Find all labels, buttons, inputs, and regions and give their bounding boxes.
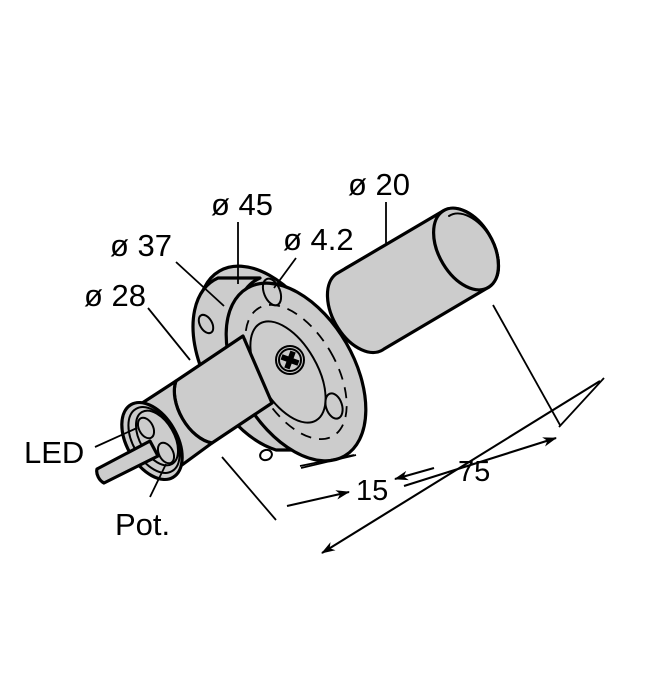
dimension-lines [221,304,605,554]
label-led: LED [24,435,84,470]
mounting-hole-upper [261,277,283,307]
leader-pot [149,463,167,498]
label-group: ø 45 ø 37 ø 28 ø 20 ø 4.2 LED Pot. 15 75 [24,167,490,542]
potentiometer-screw [156,441,176,465]
label-dimension-15: 15 [356,475,388,507]
dim-line-15-left [286,490,350,508]
ext-line-flange-rear [221,456,277,521]
label-dia-45: ø 45 [211,187,273,222]
label-dimension-75: 75 [458,456,490,488]
rear-barrel-top-highlight [344,208,448,269]
label-pot: Pot. [115,507,170,542]
label-dia-20: ø 20 [348,167,410,202]
rear-barrel-group [325,206,501,355]
ext-line-barrel-end [492,304,561,426]
leader-dia-4-2 [273,257,297,289]
mounting-hole-left [197,313,215,335]
rear-barrel-cap-lip [448,212,501,286]
phillips-screw [275,345,305,375]
flange-bolt-circle [244,303,348,441]
led-indicator [136,416,156,440]
label-dia-28: ø 28 [84,278,146,313]
leader-dia-37 [175,261,225,307]
screw-cross-slot [280,350,300,370]
dim-line-75-upper [403,436,557,488]
label-dia-4-2: ø 4.2 [283,222,354,257]
potentiometer-shaft-tip [95,468,105,484]
label-dia-37: ø 37 [110,228,172,263]
leader-dia-28 [147,307,191,361]
front-barrel-group [95,334,274,485]
dim-line-15-right [394,466,435,481]
mounting-hole-bottom [259,448,273,462]
dim-line-75-ext [558,377,605,428]
mounting-hole-lower [324,392,344,420]
dim-line-15-tail [300,454,357,469]
rear-barrel-end-cap [432,206,500,292]
leader-led [94,427,138,448]
callout-leaders [94,202,387,498]
